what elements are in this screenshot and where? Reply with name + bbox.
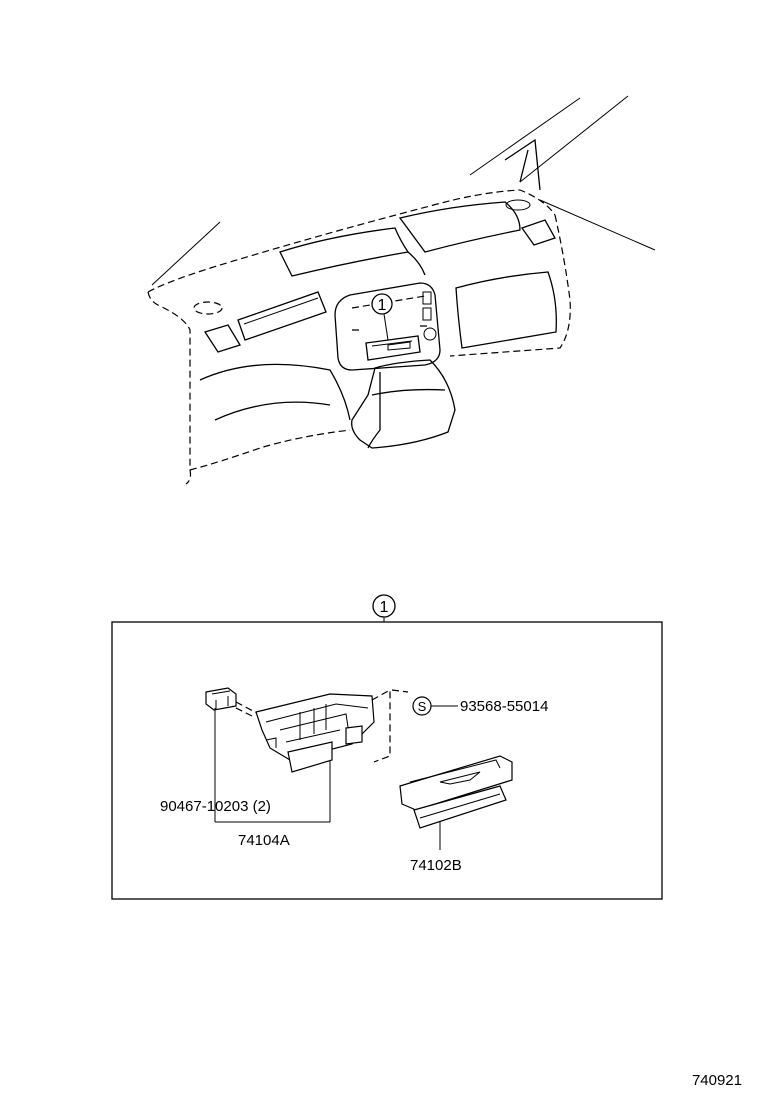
- callout-number: 1: [378, 297, 387, 314]
- diagram-code: 740921: [692, 1072, 742, 1089]
- detail-frame: [111, 621, 663, 900]
- callout-marker-dash: 1: [371, 293, 393, 341]
- part-number-clip: 90467-10203 (2): [160, 798, 271, 815]
- tray-part: [399, 755, 513, 829]
- part-number-tray: 74102B: [410, 857, 462, 874]
- dashboard-illustration: [147, 95, 656, 485]
- detail-marker: 1: [372, 594, 396, 622]
- leader-lines: [214, 708, 441, 850]
- part-number-housing: 74104A: [238, 832, 290, 849]
- part-number-screw: 93568-55014: [460, 698, 548, 715]
- screw-symbol: S: [418, 699, 427, 714]
- screw-label-group: S 93568-55014: [391, 689, 548, 716]
- clip-part: [205, 687, 271, 721]
- detail-number: 1: [380, 599, 389, 616]
- housing-part: [231, 688, 391, 773]
